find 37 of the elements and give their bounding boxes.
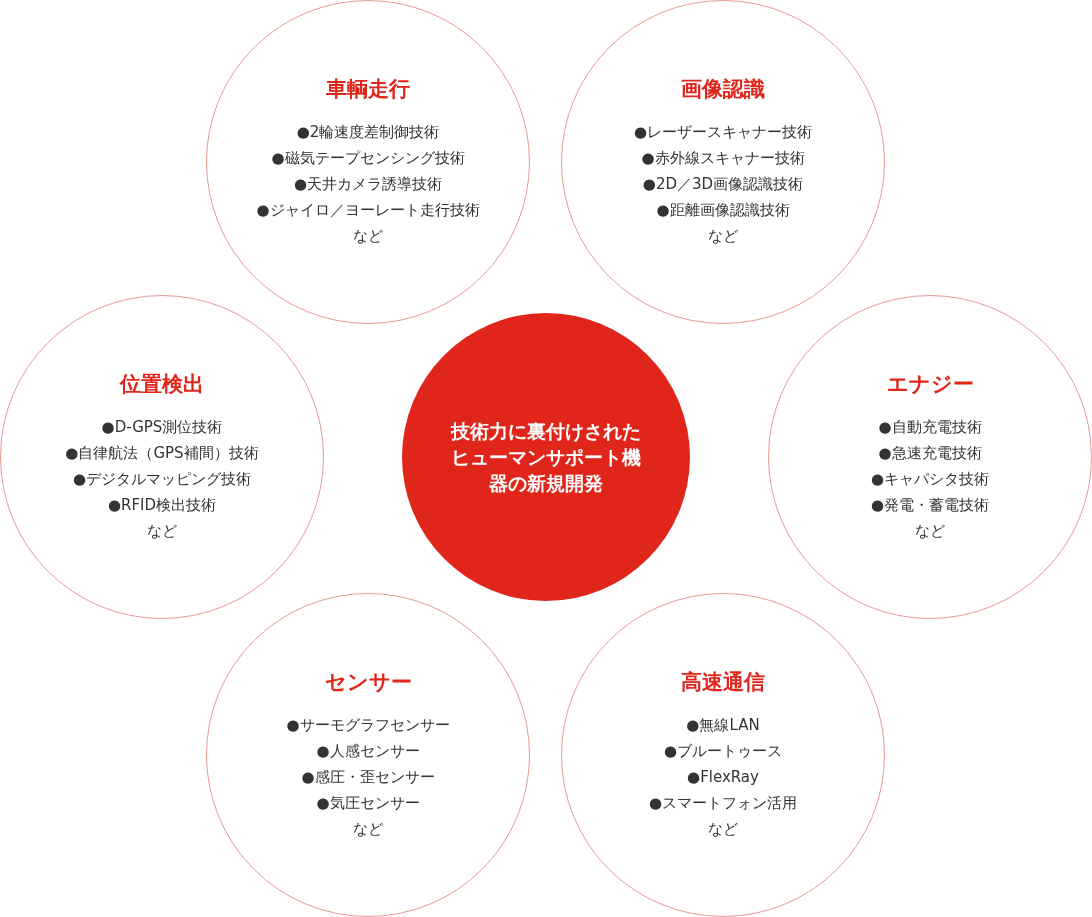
note-text: など bbox=[915, 521, 945, 542]
circle-title: 車輌走行 bbox=[326, 76, 410, 103]
list-item: ●無線LAN bbox=[686, 715, 760, 736]
note-text: など bbox=[353, 226, 383, 247]
list-item: ●2D／3D画像認識技術 bbox=[642, 174, 804, 195]
circle-title: 位置検出 bbox=[120, 371, 204, 398]
list-item: ●急速充電技術 bbox=[878, 443, 982, 464]
list-item: ●自動充電技術 bbox=[878, 417, 982, 438]
note-text: など bbox=[708, 819, 738, 840]
note-text: など bbox=[708, 226, 738, 247]
center-title: 技術力に裏付けされたヒューマンサポート機器の新規開発 bbox=[449, 419, 642, 496]
list-item: ●発電・蓄電技術 bbox=[870, 495, 990, 516]
circle-title: 画像認識 bbox=[681, 76, 765, 103]
list-item: ●気圧センサー bbox=[316, 793, 420, 814]
list-item: ●磁気テープセンシング技術 bbox=[271, 148, 465, 169]
list-item: ●自律航法（GPS補間）技術 bbox=[65, 443, 259, 464]
list-item: ●サーモグラフセンサー bbox=[286, 715, 450, 736]
list-item: ●D-GPS測位技術 bbox=[101, 417, 223, 438]
list-item: ●人感センサー bbox=[316, 741, 420, 762]
list-item: ●ジャイロ／ヨーレート走行技術 bbox=[256, 200, 480, 221]
list-item: ●レーザースキャナー技術 bbox=[633, 122, 813, 143]
list-item: ●FlexRay bbox=[687, 767, 759, 788]
list-item: ●ブルートゥース bbox=[663, 741, 783, 762]
note-text: など bbox=[353, 819, 383, 840]
list-item: ●2輪速度差制御技術 bbox=[296, 122, 440, 143]
list-item: ●感圧・歪センサー bbox=[301, 767, 435, 788]
circle-title: エナジー bbox=[886, 371, 974, 398]
list-item: ●デジタルマッピング技術 bbox=[72, 469, 252, 490]
list-item: ●RFID検出技術 bbox=[107, 495, 217, 516]
circle-title: センサー bbox=[324, 669, 412, 696]
list-item: ●天井カメラ誘導技術 bbox=[293, 174, 443, 195]
list-item: ●キャパシタ技術 bbox=[870, 469, 990, 490]
list-item: ●赤外線スキャナー技術 bbox=[641, 148, 805, 169]
list-item: ●距離画像認識技術 bbox=[656, 200, 790, 221]
circle-title: 高速通信 bbox=[681, 669, 765, 696]
note-text: など bbox=[147, 521, 177, 542]
list-item: ●スマートフォン活用 bbox=[648, 793, 798, 814]
